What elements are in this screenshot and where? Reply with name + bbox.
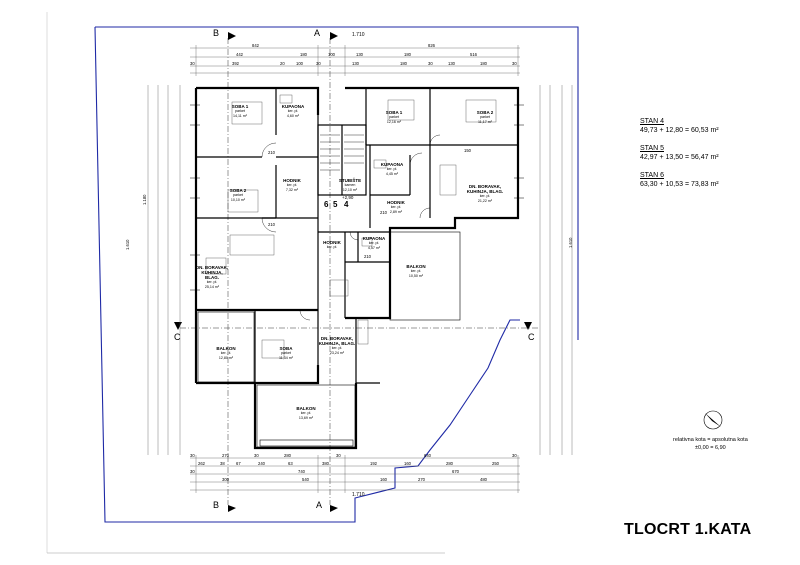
section-b-bottom: B: [213, 500, 220, 510]
dim-top-3b: 392: [232, 61, 239, 66]
drawing-title: TLOCRT 1.KATA: [624, 521, 752, 538]
opening-dim-3: 210: [380, 210, 387, 215]
dim-top-2d: 130: [356, 52, 363, 57]
dim-top-3e: 30: [316, 61, 321, 66]
stan5-title: STAN 5: [640, 145, 664, 152]
dim-top-2e: 180: [404, 52, 411, 57]
dim-bot-4d: 270: [418, 477, 425, 482]
overall-width-bottom: 1.710: [352, 492, 365, 498]
dim-bot-4e: 480: [480, 477, 487, 482]
dim-bot-1b: 270: [222, 453, 229, 458]
dim-top-1b: 826: [428, 43, 435, 48]
section-b-top: B: [213, 28, 220, 38]
stan6-title: STAN 6: [640, 172, 664, 179]
dim-top-3f: 130: [352, 61, 359, 66]
dim-top-3g: 180: [400, 61, 407, 66]
stan4-title: STAN 4: [640, 118, 664, 125]
dim-bot-1d: 280: [284, 453, 291, 458]
dim-bot-2g: 192: [370, 461, 377, 466]
dim-bot-4c: 160: [380, 477, 387, 482]
overall-height-left2: 1.180: [142, 194, 147, 205]
elevation-note-line2: ±0,00 = 6,90: [695, 445, 726, 451]
dim-bot-2i: 280: [446, 461, 453, 466]
dim-bot-2a: 262: [198, 461, 205, 466]
dim-bot-2c: 67: [236, 461, 241, 466]
dim-bot-1c: 30: [254, 453, 259, 458]
room-boravak-stan6: DN. BORAVAK, KUHINJA, BLAG.ker. pl.23,24…: [318, 336, 356, 355]
stan5-area: 42,97 + 13,50 = 56,47 m²: [640, 154, 719, 161]
level-mark: +2,90: [342, 195, 354, 200]
plot-boundary-top: [95, 26, 579, 340]
dim-bot-3c: 670: [452, 469, 459, 474]
room-boravak-stan5: DN. BORAVAK, KUHINJA, BLAG.ker. pl.21,22…: [466, 184, 504, 203]
opening-dim-2: 210: [268, 222, 275, 227]
dim-bot-2h: 160: [404, 461, 411, 466]
overall-width-top: 1.710: [352, 32, 365, 38]
dim-bot-3a: 30: [190, 469, 195, 474]
section-c-right: C: [528, 332, 535, 342]
section-a-top: A: [314, 28, 321, 38]
opening-dim-5: 150: [464, 148, 471, 153]
room-boravak-stan4: DN. BORAVAK, KUHINJA, BLAG.ker. pl.25,14…: [195, 265, 229, 289]
dim-top-3i: 130: [448, 61, 455, 66]
dim-bot-2e: 63: [288, 461, 293, 466]
dim-top-1a: 842: [252, 43, 259, 48]
overall-height-left: 1.610: [125, 239, 130, 250]
dim-top-2a: 442: [236, 52, 243, 57]
dim-top-2f: 516: [470, 52, 477, 57]
dim-bot-1g: 30: [512, 453, 517, 458]
dim-bot-1e: 30: [336, 453, 341, 458]
stair-number-5: 5: [333, 200, 338, 209]
section-c-left: C: [174, 332, 181, 342]
stan4-area: 49,73 + 12,80 = 60,53 m²: [640, 127, 719, 134]
opening-dim-1: 210: [268, 150, 275, 155]
dim-top-3d: 100: [296, 61, 303, 66]
dim-bot-1a: 30: [190, 453, 195, 458]
dim-bot-2f: 380: [322, 461, 329, 466]
dim-top-3j: 180: [480, 61, 487, 66]
overall-height-right: 1.610: [568, 237, 573, 248]
opening-dim-4: 210: [364, 254, 371, 259]
dim-top-2c: 100: [328, 52, 335, 57]
dim-bot-1f: 640: [424, 453, 431, 458]
stair-number-4: 4: [344, 200, 349, 209]
dim-top-3c: 20: [280, 61, 285, 66]
section-a-bottom: A: [316, 500, 323, 510]
elevation-note-line1: relativna kota = apsolutna kota: [673, 437, 748, 443]
dim-top-2b: 180: [300, 52, 307, 57]
dim-bot-2j: 250: [492, 461, 499, 466]
dim-bot-4a: 300: [222, 477, 229, 482]
stair-number-6: 6: [324, 200, 329, 209]
dim-top-3h: 30: [428, 61, 433, 66]
north-arrow-icon: [703, 410, 723, 430]
stan6-area: 63,30 + 10,53 = 73,83 m²: [640, 181, 719, 188]
dim-bot-4b: 540: [302, 477, 309, 482]
dim-bot-2d: 240: [258, 461, 265, 466]
dim-bot-3b: 740: [298, 469, 305, 474]
dim-bot-2b: 38: [220, 461, 225, 466]
dim-top-3a: 30: [190, 61, 195, 66]
dim-top-3k: 30: [512, 61, 517, 66]
